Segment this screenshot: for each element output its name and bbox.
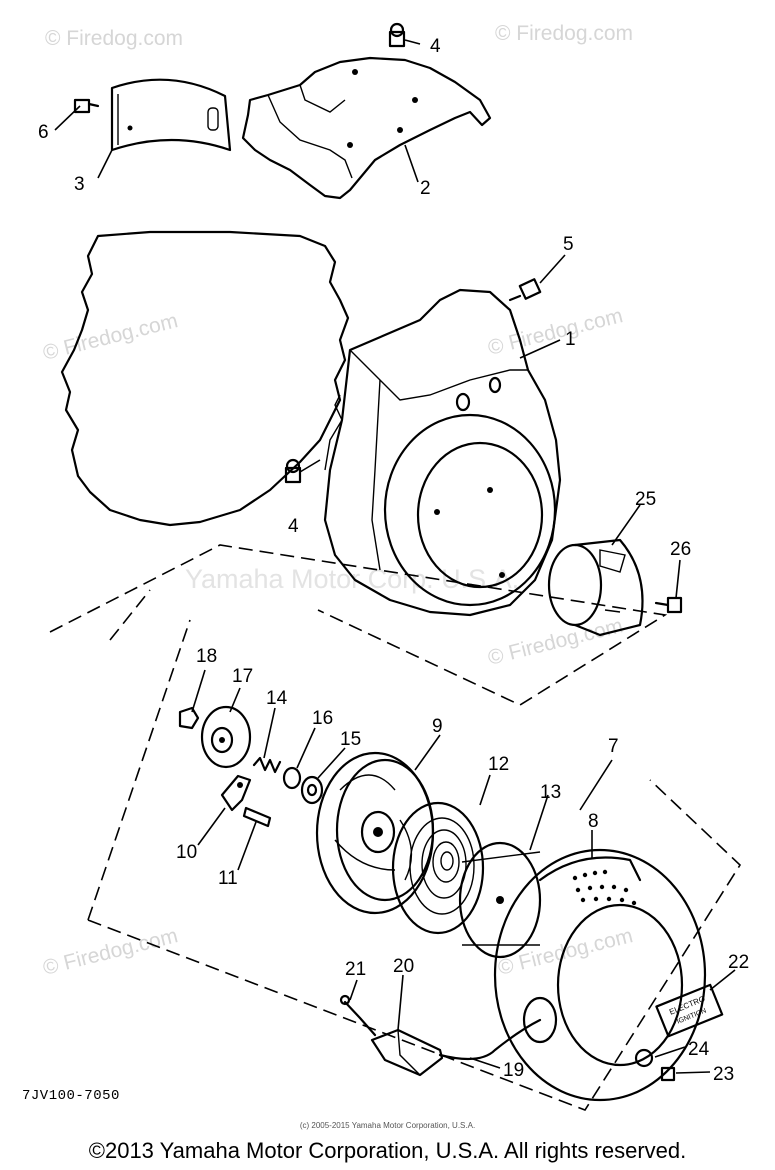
rope-fitting-part <box>339 994 377 1037</box>
recoil-starter-assembly-boundary <box>49 544 742 1111</box>
callout-24: 24 <box>688 1039 710 1060</box>
callout-8: 8 <box>588 811 599 832</box>
callout-10: 10 <box>176 842 197 863</box>
bolt-part <box>660 1066 676 1082</box>
spiral-spring-part <box>391 801 485 935</box>
side-cover-part <box>110 78 232 152</box>
bolt-part <box>508 278 542 302</box>
watermark-firedog: © Firedog.com <box>486 304 625 360</box>
collar-part <box>282 766 302 790</box>
bolt-part <box>73 22 406 114</box>
watermark-firedog: © Firedog.com <box>41 924 180 980</box>
callout-15: 15 <box>340 729 361 750</box>
callout-numbers: 4 2 3 6 5 1 4 25 26 18 17 14 16 15 9 7 1… <box>38 36 749 1085</box>
washer-part <box>300 775 324 805</box>
callout-5: 5 <box>563 234 574 255</box>
copyright-footer: ©2013 Yamaha Motor Corporation, U.S.A. A… <box>88 1138 687 1163</box>
callout-22: 22 <box>728 952 749 973</box>
screen-cup-part <box>547 538 644 637</box>
callout-11: 11 <box>218 868 238 889</box>
callout-16: 16 <box>312 708 333 729</box>
callout-3: 3 <box>74 174 85 195</box>
callout-14: 14 <box>266 688 288 709</box>
callout-4: 4 <box>430 36 441 57</box>
callout-12: 12 <box>488 754 509 775</box>
bolt-part <box>654 596 683 614</box>
callout-7: 7 <box>608 736 619 757</box>
callout-4: 4 <box>288 516 299 537</box>
callout-18: 18 <box>196 646 217 667</box>
diagram-part-code: 7JV100-7050 <box>22 1088 120 1104</box>
watermark-yamaha: Yamaha Motor Corp. U.S.A. <box>185 564 519 594</box>
washer-part <box>634 1048 654 1068</box>
callout-2: 2 <box>420 178 431 199</box>
watermark-firedog: © Firedog.com <box>486 614 625 670</box>
drive-plate-part <box>200 705 252 769</box>
watermark-firedog: © Firedog.com <box>45 27 183 50</box>
bolt-part <box>284 458 321 484</box>
leader-lines <box>54 39 736 1074</box>
fan-housing-part <box>323 288 562 617</box>
spring-case-part <box>458 841 542 959</box>
callout-6: 6 <box>38 122 49 143</box>
ignition-decal-part: ELECTRO IGNITION <box>655 983 724 1038</box>
spring-part <box>252 756 282 774</box>
callout-26: 26 <box>670 539 691 560</box>
callout-21: 21 <box>345 959 366 980</box>
callout-17: 17 <box>232 666 253 687</box>
top-shroud-part <box>241 56 492 200</box>
small-credit-line: (c) 2005-2015 Yamaha Motor Corporation, … <box>299 1121 476 1130</box>
callout-9: 9 <box>432 716 443 737</box>
callout-25: 25 <box>635 489 656 510</box>
watermark-firedog: © Firedog.com <box>495 22 633 45</box>
callout-20: 20 <box>393 956 414 977</box>
engine-outline <box>60 230 350 527</box>
pin-part <box>242 806 272 828</box>
callout-23: 23 <box>713 1064 734 1085</box>
nut-part <box>178 706 200 730</box>
watermark-firedog: © Firedog.com <box>41 309 180 365</box>
starter-case-part <box>493 848 707 1102</box>
starter-handle-part <box>370 1028 444 1077</box>
reel-part <box>315 751 435 915</box>
pawl-part <box>220 774 252 812</box>
callout-1: 1 <box>565 329 576 350</box>
starter-rope-part <box>438 1018 542 1061</box>
callout-19: 19 <box>503 1060 524 1081</box>
callout-13: 13 <box>540 782 561 803</box>
